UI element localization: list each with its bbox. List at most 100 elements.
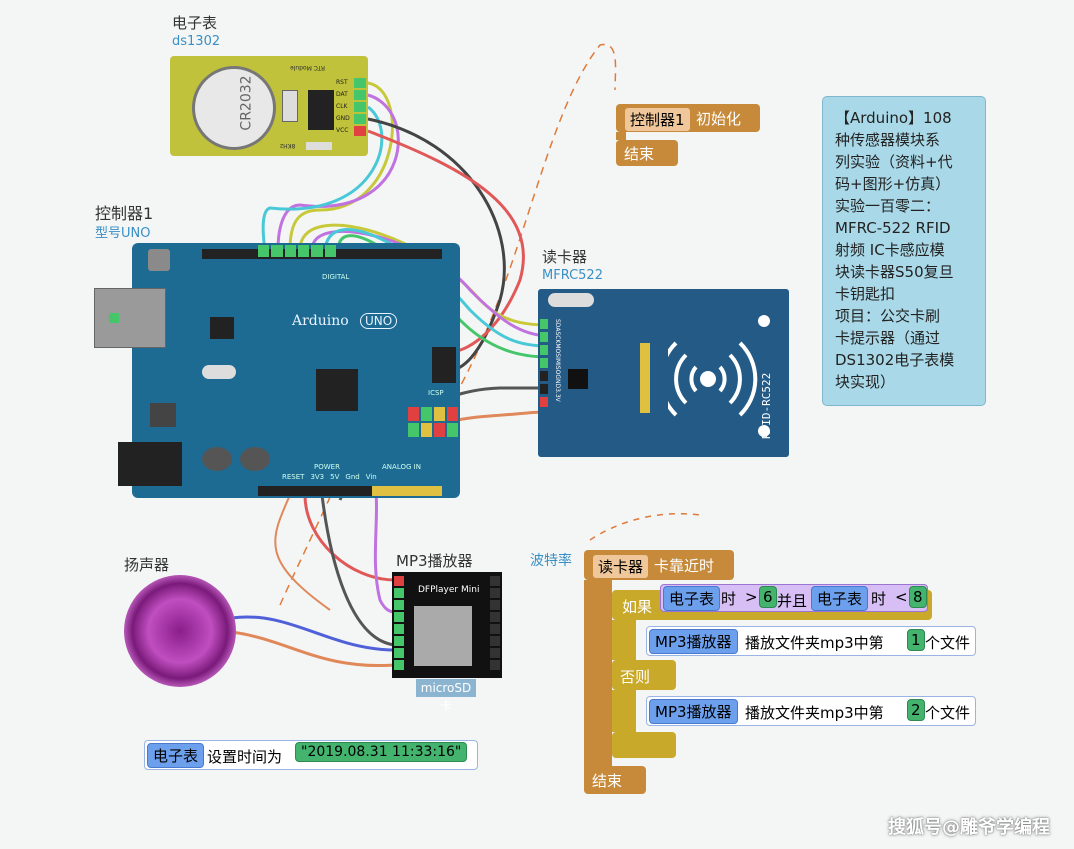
controller-chip[interactable]: 控制器1 xyxy=(624,107,691,132)
num-chip-2[interactable]: 8 xyxy=(909,586,927,608)
rfid-pin-sda[interactable] xyxy=(540,319,548,329)
rfid-pin-header xyxy=(540,319,548,419)
power-jack[interactable] xyxy=(118,442,182,486)
reader-model: MFRC522 xyxy=(542,268,603,283)
battery-label: CR2032 xyxy=(238,75,255,131)
file-num-2[interactable]: 2 xyxy=(907,699,925,721)
usb-chip xyxy=(210,317,234,339)
rfid-pin-gnd[interactable] xyxy=(540,384,548,394)
mp3-right-pins xyxy=(490,576,500,674)
analog-led-grid xyxy=(408,407,458,437)
rfid-crystal xyxy=(548,293,594,307)
reader-event-label: 卡靠近时 xyxy=(654,557,715,575)
file-num-1[interactable]: 1 xyxy=(907,629,925,651)
set-time-block[interactable]: 电子表 设置时间为 "2019.08.31 11:33:16" xyxy=(144,740,478,770)
and-label: 并且 xyxy=(777,592,808,610)
play-file-2-block[interactable]: MP3播放器 播放文件夹mp3中第 2 个文件 xyxy=(646,696,976,726)
power-label: POWER xyxy=(314,463,340,471)
set-time-rtc-chip[interactable]: 电子表 xyxy=(147,743,205,768)
rtc-title: 电子表 xyxy=(172,14,218,32)
event-spine xyxy=(584,580,612,770)
play-label-1: 播放文件夹mp3中第 xyxy=(745,634,884,652)
rfid-component-column xyxy=(640,343,650,413)
rfid-pin-miso[interactable] xyxy=(540,358,548,368)
set-time-label: 设置时间为 xyxy=(207,748,283,766)
atmega-chip xyxy=(316,369,358,411)
rtc-pin-vcc[interactable] xyxy=(354,126,366,136)
arduino-board[interactable]: DIGITAL Arduino UNO ICSP POWER ANALOG IN… xyxy=(132,243,460,498)
else-block[interactable]: 否则 xyxy=(612,660,676,690)
usb-port[interactable] xyxy=(94,288,166,348)
rtc-pin-header xyxy=(354,78,366,140)
rtc-pin-dat[interactable] xyxy=(354,90,366,100)
sd-slot xyxy=(414,606,472,666)
rtc-board-label: RTC Module xyxy=(290,64,325,71)
rtc-pin-gnd[interactable] xyxy=(354,114,366,124)
rfid-board[interactable]: SDASCKMOSIMISOGND3.3V RFID-RC522 xyxy=(538,289,789,457)
op-label-1: > xyxy=(745,588,758,606)
event-end-block[interactable]: 结束 xyxy=(584,766,646,794)
rfid-antenna-icon xyxy=(668,341,758,417)
voltage-regulator xyxy=(150,403,176,427)
rfid-chip xyxy=(568,369,588,389)
mp3-chip-1[interactable]: MP3播放器 xyxy=(649,629,738,654)
speaker-title: 扬声器 xyxy=(124,556,170,574)
icsp-header xyxy=(432,347,456,383)
icsp-label: ICSP xyxy=(428,389,444,397)
rtc-chip-1[interactable]: 电子表 xyxy=(663,586,721,611)
capacitor-1 xyxy=(202,447,232,471)
tail-label-1: 个文件 xyxy=(925,634,971,652)
condition-and-block[interactable]: 电子表 时 > 6 并且 电子表 时 < 8 xyxy=(660,584,928,612)
analog-label: ANALOG IN xyxy=(382,463,421,471)
op-label-2: < xyxy=(895,588,908,606)
arduino-title: 控制器1 xyxy=(95,204,154,223)
tail-label-2: 个文件 xyxy=(925,704,971,722)
coin-cell-battery: CR2032 xyxy=(192,66,276,150)
play-file-1-block[interactable]: MP3播放器 播放文件夹mp3中第 1 个文件 xyxy=(646,626,976,656)
crystal xyxy=(282,90,298,122)
play-label-2: 播放文件夹mp3中第 xyxy=(745,704,884,722)
digital-header-wired xyxy=(258,245,336,257)
rtc-capacitor xyxy=(306,142,332,150)
reset-button[interactable] xyxy=(148,249,170,271)
speaker-icon[interactable] xyxy=(124,575,236,687)
rtc-pin-rst[interactable] xyxy=(354,78,366,88)
rfid-pin-mosi[interactable] xyxy=(540,345,548,355)
rtc-chip-2[interactable]: 电子表 xyxy=(811,586,869,611)
init-action: 初始化 xyxy=(696,110,742,128)
watermark: 搜狐号@雕爷学编程 xyxy=(888,817,1050,838)
rfid-pin-3v3[interactable] xyxy=(540,397,548,407)
rfid-pin-irq[interactable] xyxy=(540,371,548,381)
reader-title: 读卡器 xyxy=(542,248,588,266)
analog-header xyxy=(372,486,442,496)
mp3-chip-2[interactable]: MP3播放器 xyxy=(649,699,738,724)
init-end-block[interactable]: 结束 xyxy=(616,140,678,166)
rtc-pin-clk[interactable] xyxy=(354,102,366,112)
if-label: 如果 xyxy=(622,598,653,616)
microsd-card: microSD卡 xyxy=(416,679,476,713)
mp3-board[interactable]: DFPlayer Mini xyxy=(392,572,502,678)
reader-chip[interactable]: 读卡器 xyxy=(592,554,650,579)
init-block[interactable]: 控制器1 初始化 xyxy=(616,104,760,132)
crystal-oscillator xyxy=(202,365,236,379)
crystal-label: 8KHz xyxy=(280,142,296,149)
rtc-model: ds1302 xyxy=(172,34,221,49)
init-end-label: 结束 xyxy=(624,145,655,163)
num-chip-1[interactable]: 6 xyxy=(759,586,777,608)
reader-event-block[interactable]: 读卡器 卡靠近时 xyxy=(584,550,734,580)
else-label: 否则 xyxy=(620,668,651,686)
power-header xyxy=(258,486,408,496)
unit-label-1: 时 xyxy=(721,590,737,608)
project-note: 【Arduino】108 种传感器模块系 列实验（资料+代 码+图形+仿真） 实… xyxy=(822,96,986,406)
capacitor-2 xyxy=(240,447,270,471)
time-value-input[interactable]: "2019.08.31 11:33:16" xyxy=(295,742,468,762)
arduino-logo-text: Arduino xyxy=(292,313,349,329)
mp3-board-label: DFPlayer Mini xyxy=(418,585,480,595)
event-end-label: 结束 xyxy=(592,772,623,790)
digital-label: DIGITAL xyxy=(322,273,350,281)
mp3-title: MP3播放器 xyxy=(396,552,473,570)
rfid-pin-labels: SDASCKMOSIMISOGND3.3V xyxy=(554,319,561,402)
rfid-pin-sck[interactable] xyxy=(540,332,548,342)
